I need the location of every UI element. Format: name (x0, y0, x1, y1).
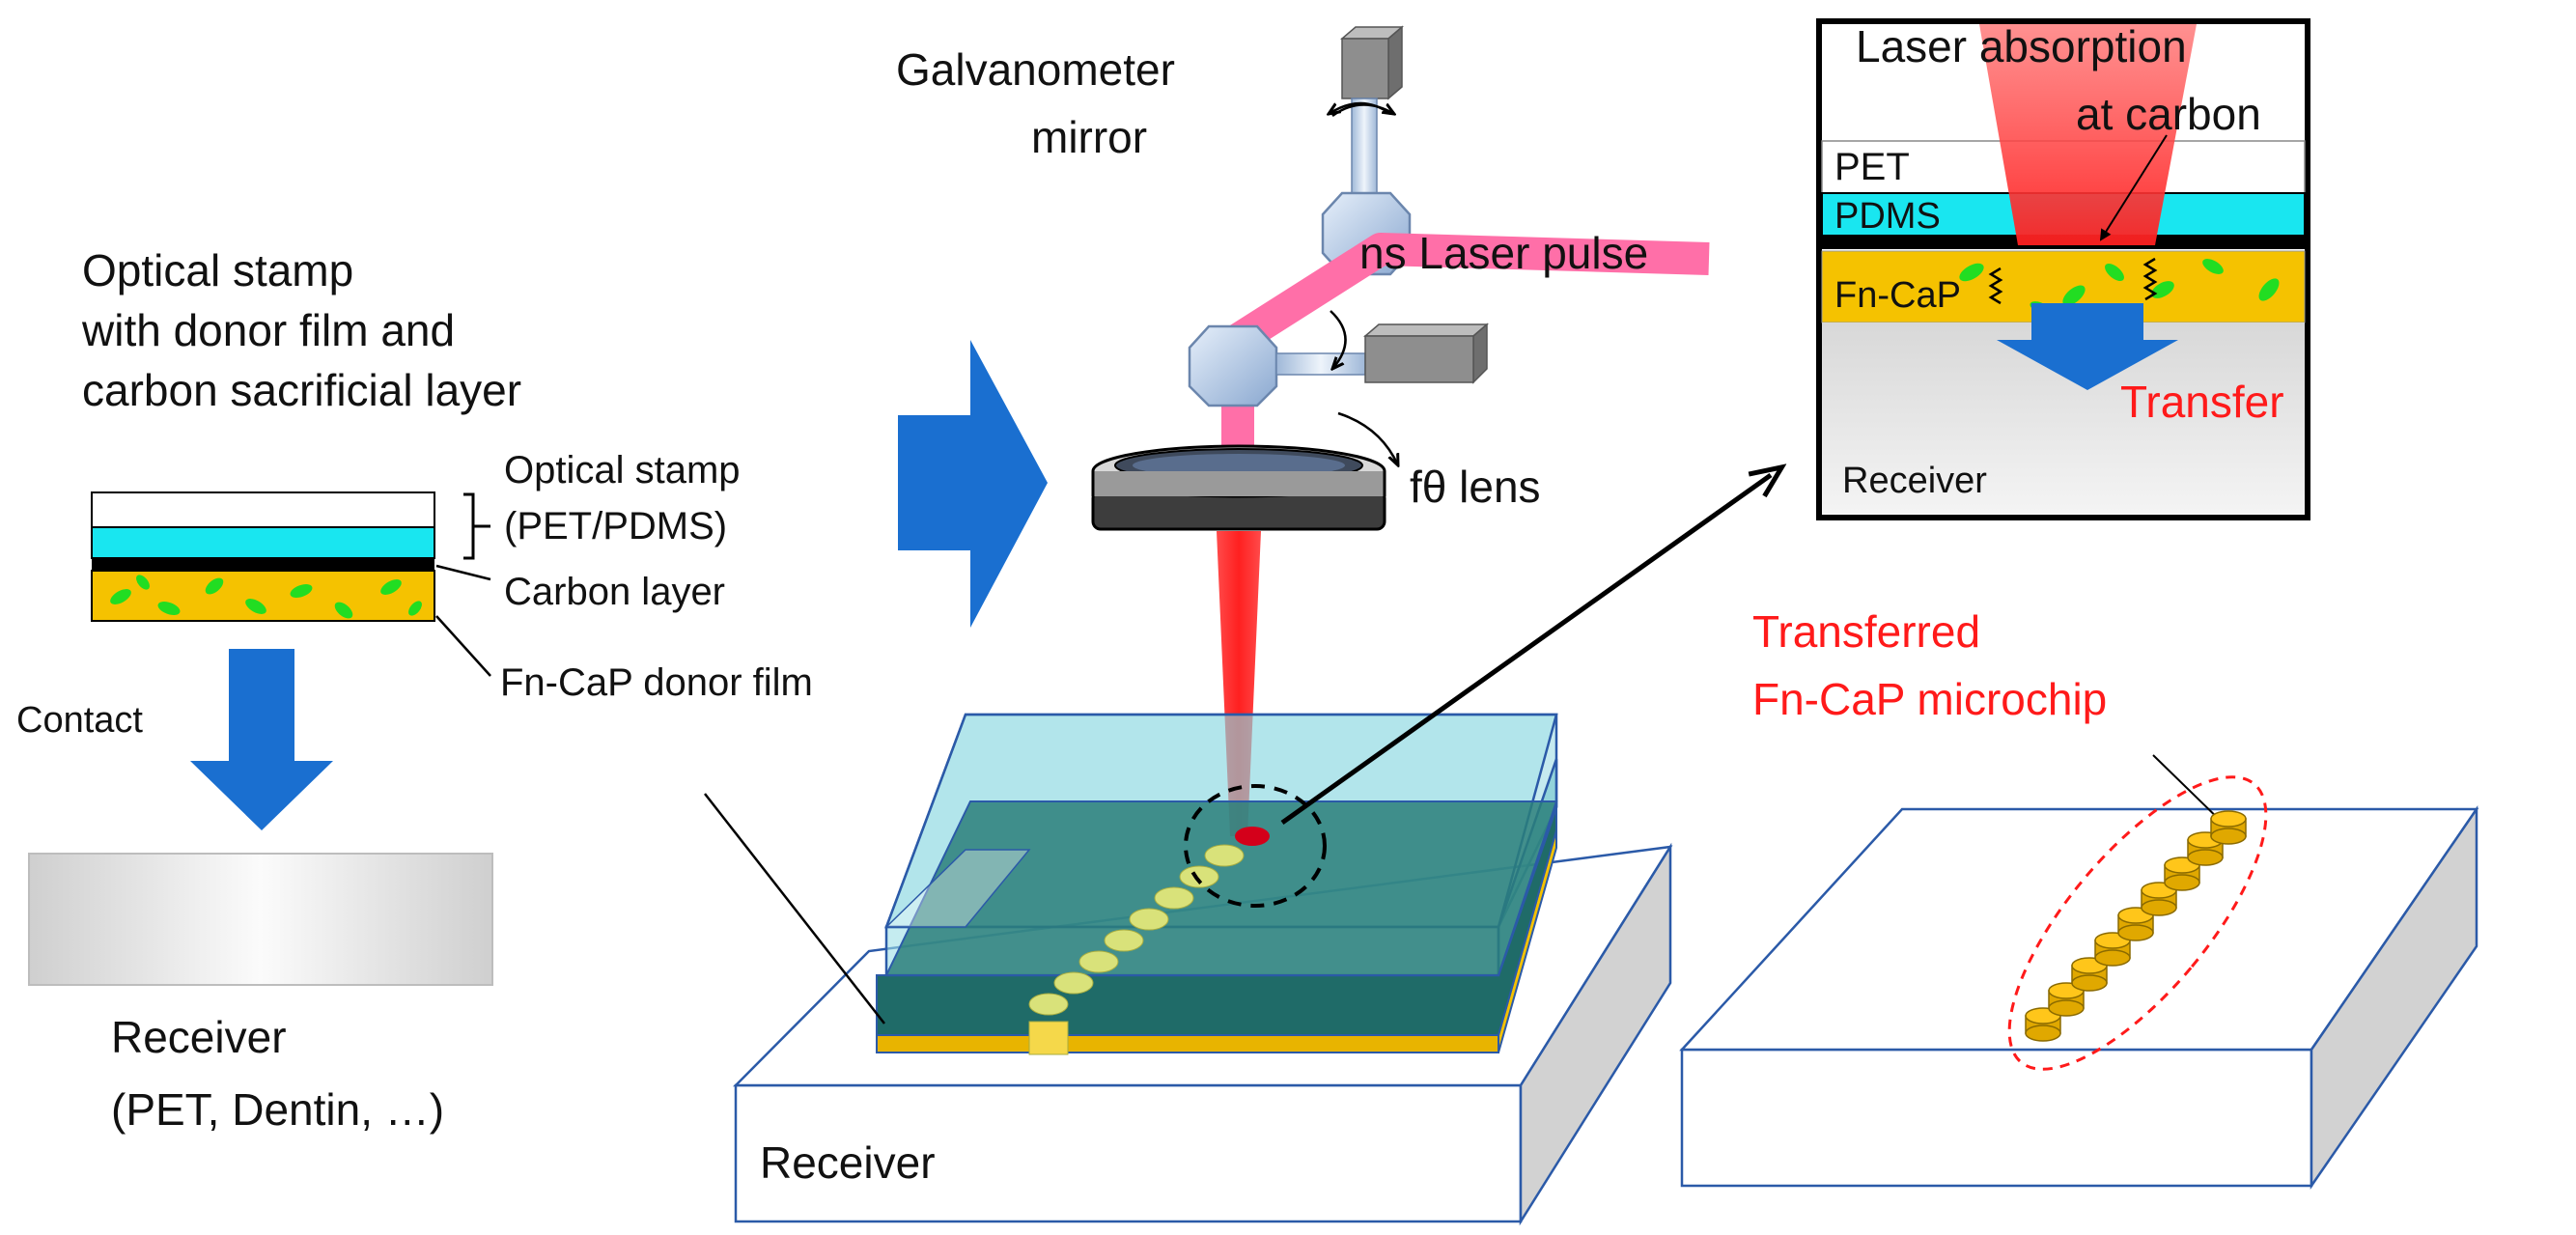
stack-leader-line (704, 793, 885, 1024)
receiver-block-right (1679, 804, 2479, 1191)
label-carbon-layer: Carbon layer (504, 571, 725, 613)
zoom-arrow (1280, 475, 1771, 826)
galvo-label-line-2: mirror (1031, 112, 1147, 162)
galvo-shaft-lower (1275, 352, 1366, 376)
pdms-layer (91, 526, 435, 559)
donor-leader-line (435, 615, 491, 677)
fn-particles (110, 575, 422, 619)
inset-absorption-line-1: Laser absorption (1856, 21, 2187, 71)
galvo-motor-lower (1275, 310, 1490, 465)
focused-laser-beam (1217, 531, 1261, 836)
zigzag-left (1988, 267, 2003, 305)
transferred-label-line-2: Fn-CaP microchip (1752, 674, 2107, 724)
focus-dashed-circle (1184, 784, 1327, 908)
inset-laser-cone (1979, 24, 2197, 245)
stamp-title-line-1: Optical stamp (82, 245, 353, 295)
inset-pet-label: PET (1834, 146, 1910, 188)
inset-transfer-label: Transfer (2120, 377, 2284, 427)
contact-arrow (190, 649, 333, 830)
label-optical-stamp: Optical stamp (504, 449, 741, 491)
receiver-label-left: Receiver (111, 1012, 287, 1062)
carbon-layer (92, 558, 434, 571)
stamp-on-receiver (876, 713, 1558, 1055)
transferred-microchips (2025, 810, 2247, 1042)
galvo-motor-upper (1329, 25, 1405, 194)
stamp-title-line-2: with donor film and (81, 305, 455, 355)
inset-fncap-label: Fn-CaP (1834, 275, 1961, 316)
lens-label: fθ lens (1410, 462, 1541, 512)
carbon-leader-line (435, 564, 491, 581)
label-donor-film: Fn-CaP donor film (500, 661, 813, 704)
inset-transfer-arrow (1997, 303, 2178, 390)
zigzag-right (2142, 257, 2158, 301)
transferred-label-line-1: Transferred (1752, 606, 1980, 657)
laser-hit-point (1235, 827, 1270, 846)
pet-layer (91, 491, 435, 528)
center-panel: Galvanometer mirror ns Laser pulse (704, 25, 1771, 1226)
laser-pulse-label: ns Laser pulse (1359, 228, 1648, 278)
inset-fn-particles (1959, 259, 2280, 313)
receiver-materials: (PET, Dentin, …) (111, 1084, 444, 1135)
microchip-spots (1028, 844, 1245, 1055)
label-contact: Contact (16, 700, 143, 741)
f-theta-lens (1091, 444, 1386, 531)
optical-stamp-stack (91, 491, 435, 622)
galvo-label-line-1: Galvanometer (896, 44, 1175, 95)
galvo-shaft-upper (1351, 98, 1378, 194)
inset-receiver-label: Receiver (1842, 461, 1987, 501)
rotation-arrow-lower (1330, 310, 1347, 369)
process-arrow (898, 340, 1048, 628)
stamp-title-line-3: carbon sacrificial layer (82, 365, 521, 415)
receiver-label-center: Receiver (760, 1137, 936, 1188)
galvo-mirror-lower (1188, 324, 1278, 407)
stamp-bracket (463, 492, 490, 560)
inset-absorption-line-2: at carbon (2076, 89, 2261, 139)
label-pet-pdms: (PET/PDMS) (504, 505, 727, 547)
absorption-pointer (2099, 134, 2168, 241)
right-panel: Transferred Fn-CaP microchip (1679, 606, 2479, 1191)
left-panel: Optical stamp with donor film and carbon… (16, 245, 813, 1135)
inset-pdms-label: PDMS (1834, 196, 1941, 237)
inset-panel: Laser absorption at carbon PET PDMS Fn-C… (1816, 18, 2310, 520)
receiver-slab-left (28, 853, 493, 986)
